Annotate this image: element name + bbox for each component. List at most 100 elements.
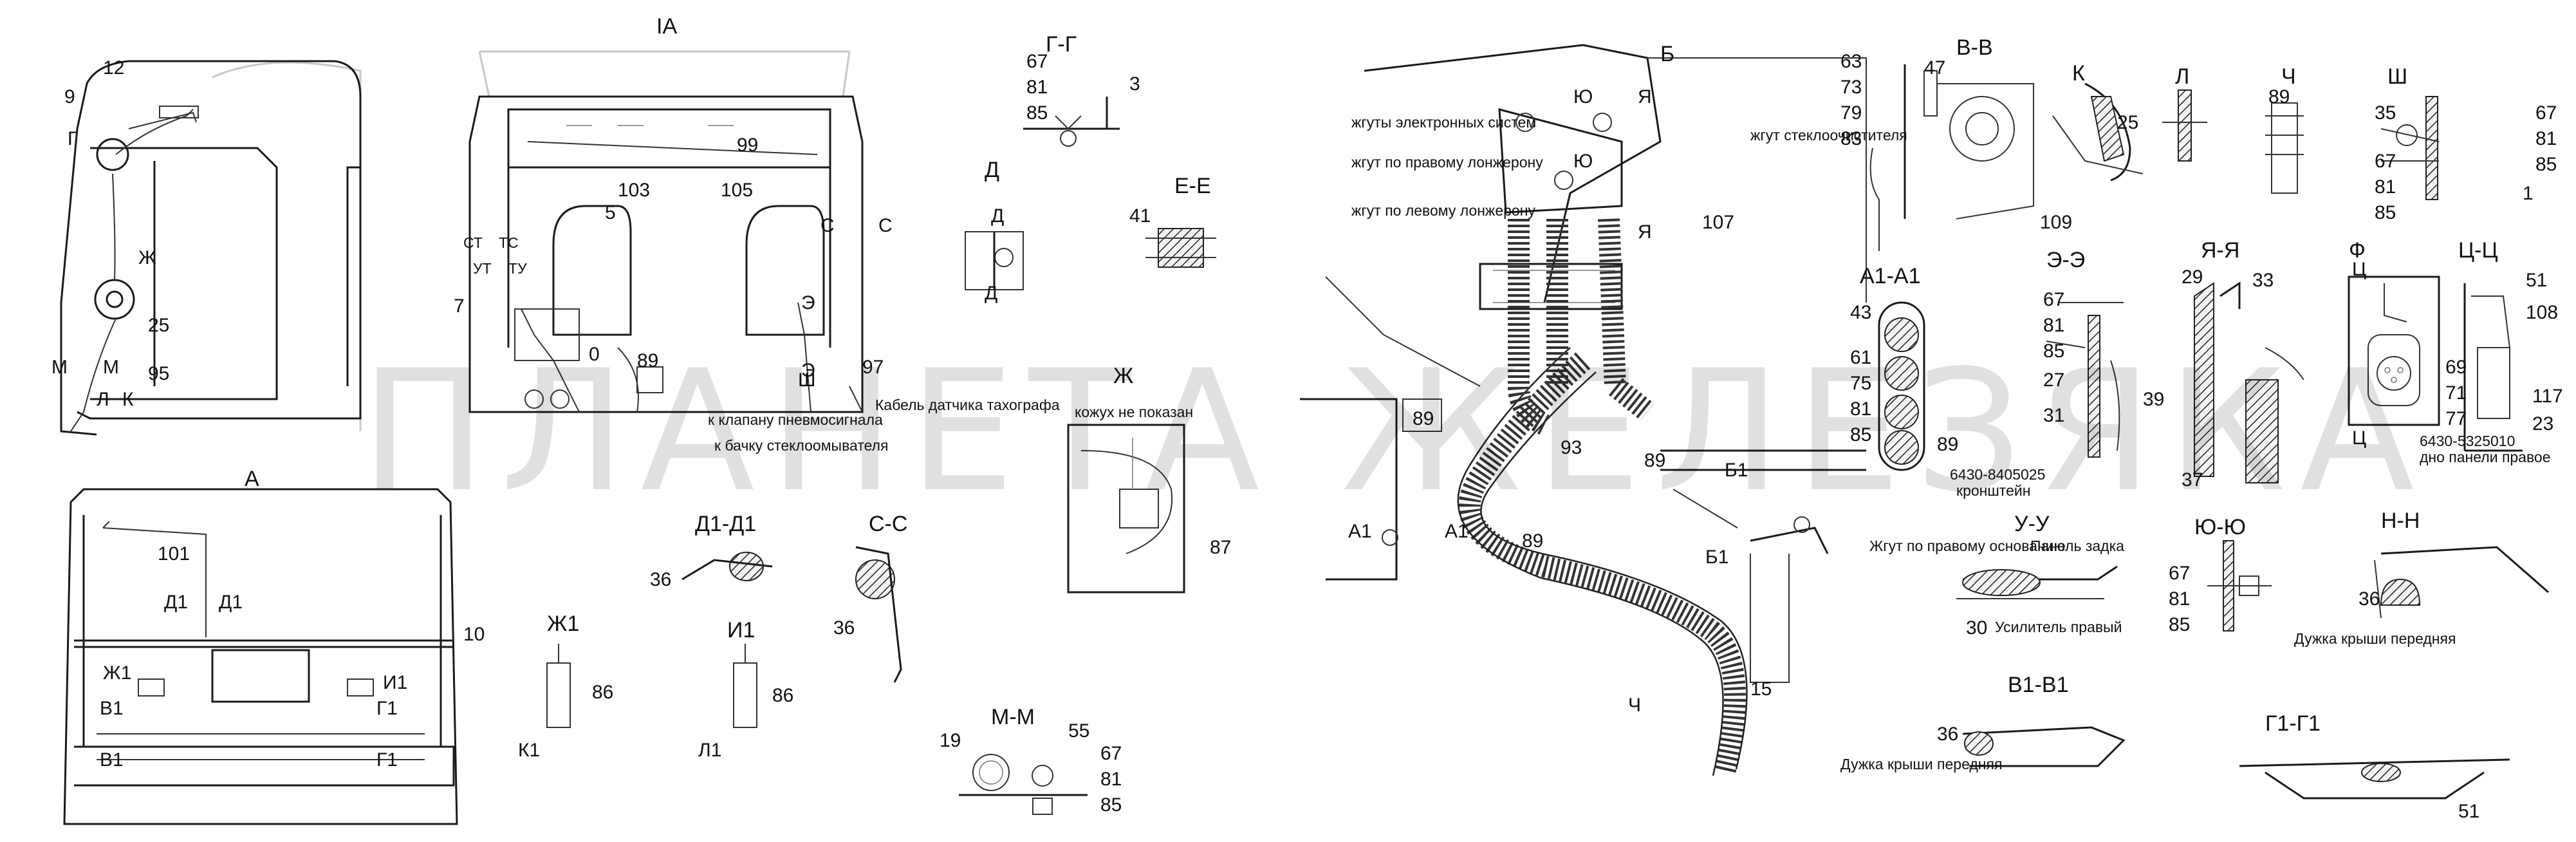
- callout-51-a: 51: [2526, 270, 2547, 291]
- note-roof-arch-2: Дужка крыши передняя: [1840, 756, 2002, 772]
- callout-73: 73: [1840, 77, 1862, 98]
- mark-g1-bottom: Г1: [376, 749, 398, 771]
- callout-19: 19: [940, 730, 961, 751]
- frame-view-b: [1300, 44, 1867, 776]
- note-amplifier: Усилитель правый: [1995, 619, 2122, 635]
- note-cover: кожух не показан: [1075, 404, 1193, 420]
- cab-rear-view: [63, 488, 458, 825]
- note-harness-right: жгут по правому лонжерону: [1351, 154, 1543, 171]
- mark-k: К: [122, 389, 134, 410]
- callout-35: 35: [2375, 102, 2396, 124]
- callout-105: 105: [721, 180, 753, 201]
- mark-tu: ТУ: [508, 260, 527, 277]
- mark-e-bottom: Э: [801, 360, 815, 381]
- title-g1-g1: Г1-Г1: [2265, 711, 2321, 736]
- mark-ts-bottom: Ц: [2352, 427, 2366, 449]
- title-d: Д: [985, 158, 999, 182]
- title-zh1: Ж1: [547, 612, 579, 636]
- mark-g1-top: Г1: [376, 698, 398, 719]
- notes: жгуты электронных систем жгут по правому…: [708, 114, 2551, 772]
- callout-109: 109: [2040, 212, 2072, 233]
- callout-67-d: 67: [2535, 102, 2557, 124]
- section-v1-v1: [1962, 726, 2126, 767]
- callout-36-c: 36: [2358, 588, 2380, 610]
- title-e2-e2: Э-Э: [2046, 248, 2085, 272]
- callout-97: 97: [862, 357, 884, 378]
- mark-a1-right: А1: [1445, 521, 1469, 542]
- note-floor-code: 6430-5325010: [2420, 433, 2515, 449]
- callout-41: 41: [1129, 205, 1151, 227]
- note-harness-electronic: жгуты электронных систем: [1351, 114, 1536, 131]
- callout-25-a: 25: [148, 315, 169, 336]
- mark-d1-left: Д1: [164, 592, 188, 613]
- callout-55: 55: [1068, 720, 1089, 742]
- mark-b1-bottom: Б1: [1705, 547, 1728, 568]
- callout-93: 93: [1561, 437, 1582, 458]
- mark-ya-top: Я: [1638, 86, 1652, 108]
- note-tank: к бачку стеклоомывателя: [714, 437, 889, 454]
- callout-85-d: 85: [2535, 154, 2557, 175]
- callout-85-b: 85: [1026, 102, 1048, 124]
- callout-81-c: 81: [2375, 176, 2396, 198]
- title-i1: И1: [727, 618, 755, 642]
- note-tacho: Кабель датчика тахографа: [875, 397, 1060, 413]
- mark-yu-bottom: Ю: [1573, 151, 1593, 172]
- section-sh: [2380, 96, 2440, 200]
- title-yu-yu: Ю-Ю: [2194, 515, 2246, 539]
- mark-v1-bottom: В1: [100, 749, 124, 771]
- note-harness-base: Жгут по правому основанию: [1869, 538, 2065, 554]
- title-d1-d1: Д1-Д1: [695, 512, 756, 536]
- callout-99: 99: [737, 135, 758, 156]
- title-v-v: В-В: [1956, 35, 1993, 60]
- mark-ya-bottom: Я: [1638, 221, 1652, 243]
- mark-zh: Ж: [138, 247, 156, 268]
- section-e-e-2: [2046, 302, 2124, 458]
- callout-12: 12: [103, 57, 124, 79]
- callout-15: 15: [1750, 678, 1772, 700]
- callout-81-a: 81: [1100, 769, 1122, 790]
- mark-d-top: Д: [991, 205, 1004, 227]
- callout-103: 103: [618, 180, 650, 201]
- section-v-v: [1869, 64, 2034, 251]
- title-s-s: С-С: [869, 512, 907, 536]
- callout-86-b: 86: [772, 685, 793, 706]
- section-e-e: [1145, 228, 1216, 268]
- note-bracket: кронштейн: [1956, 482, 2030, 499]
- callout-61: 61: [1850, 347, 1871, 368]
- title-l: Л: [2175, 64, 2189, 89]
- section-k: [2052, 82, 2144, 182]
- callout-47: 47: [1924, 57, 1945, 79]
- callout-29: 29: [2182, 267, 2203, 288]
- section-g1-g1: [2239, 758, 2510, 800]
- title-zh: Ж: [1113, 364, 1133, 388]
- callout-67-a: 67: [1100, 743, 1122, 764]
- section-titles: IA A Б Г-Г Д Е-Е Д1-Д1 С-С Ж1 И1 М-М Ж В…: [245, 14, 2498, 736]
- callout-89-c: 89: [1644, 450, 1665, 471]
- note-bracket-code: 6430-8405025: [1950, 466, 2045, 483]
- title-a1-a1: А1-А1: [1860, 264, 1921, 288]
- title-b: Б: [1660, 42, 1674, 66]
- section-zh: [1067, 424, 1185, 594]
- section-d1-d1: [681, 552, 773, 581]
- callout-67-f: 67: [2169, 563, 2190, 584]
- title-g-g: Г-Г: [1046, 32, 1077, 57]
- title-ts-ts: Ц-Ц: [2458, 238, 2498, 263]
- section-a1-a1: [1878, 301, 1925, 471]
- callout-85-a: 85: [1100, 794, 1122, 816]
- section-d: [965, 231, 1024, 290]
- mark-yu-top: Ю: [1573, 86, 1593, 108]
- note-harness-left: жгут по левому лонжерону: [1351, 202, 1535, 219]
- callout-43: 43: [1850, 302, 1871, 323]
- callout-117: 117: [2532, 386, 2563, 407]
- callout-33: 33: [2252, 270, 2274, 291]
- callout-36-b: 36: [833, 617, 855, 639]
- cab-side-view: [60, 60, 362, 436]
- title-e-e: Е-Е: [1174, 174, 1211, 198]
- callout-95: 95: [148, 363, 169, 384]
- callout-81-f: 81: [2043, 315, 2064, 336]
- section-l: [2162, 89, 2207, 162]
- callout-89-f: 89: [1937, 434, 1958, 455]
- callout-5: 5: [605, 202, 616, 223]
- callout-51-b: 51: [2458, 801, 2479, 822]
- note-valve: к клапану пневмосигнала: [708, 411, 883, 428]
